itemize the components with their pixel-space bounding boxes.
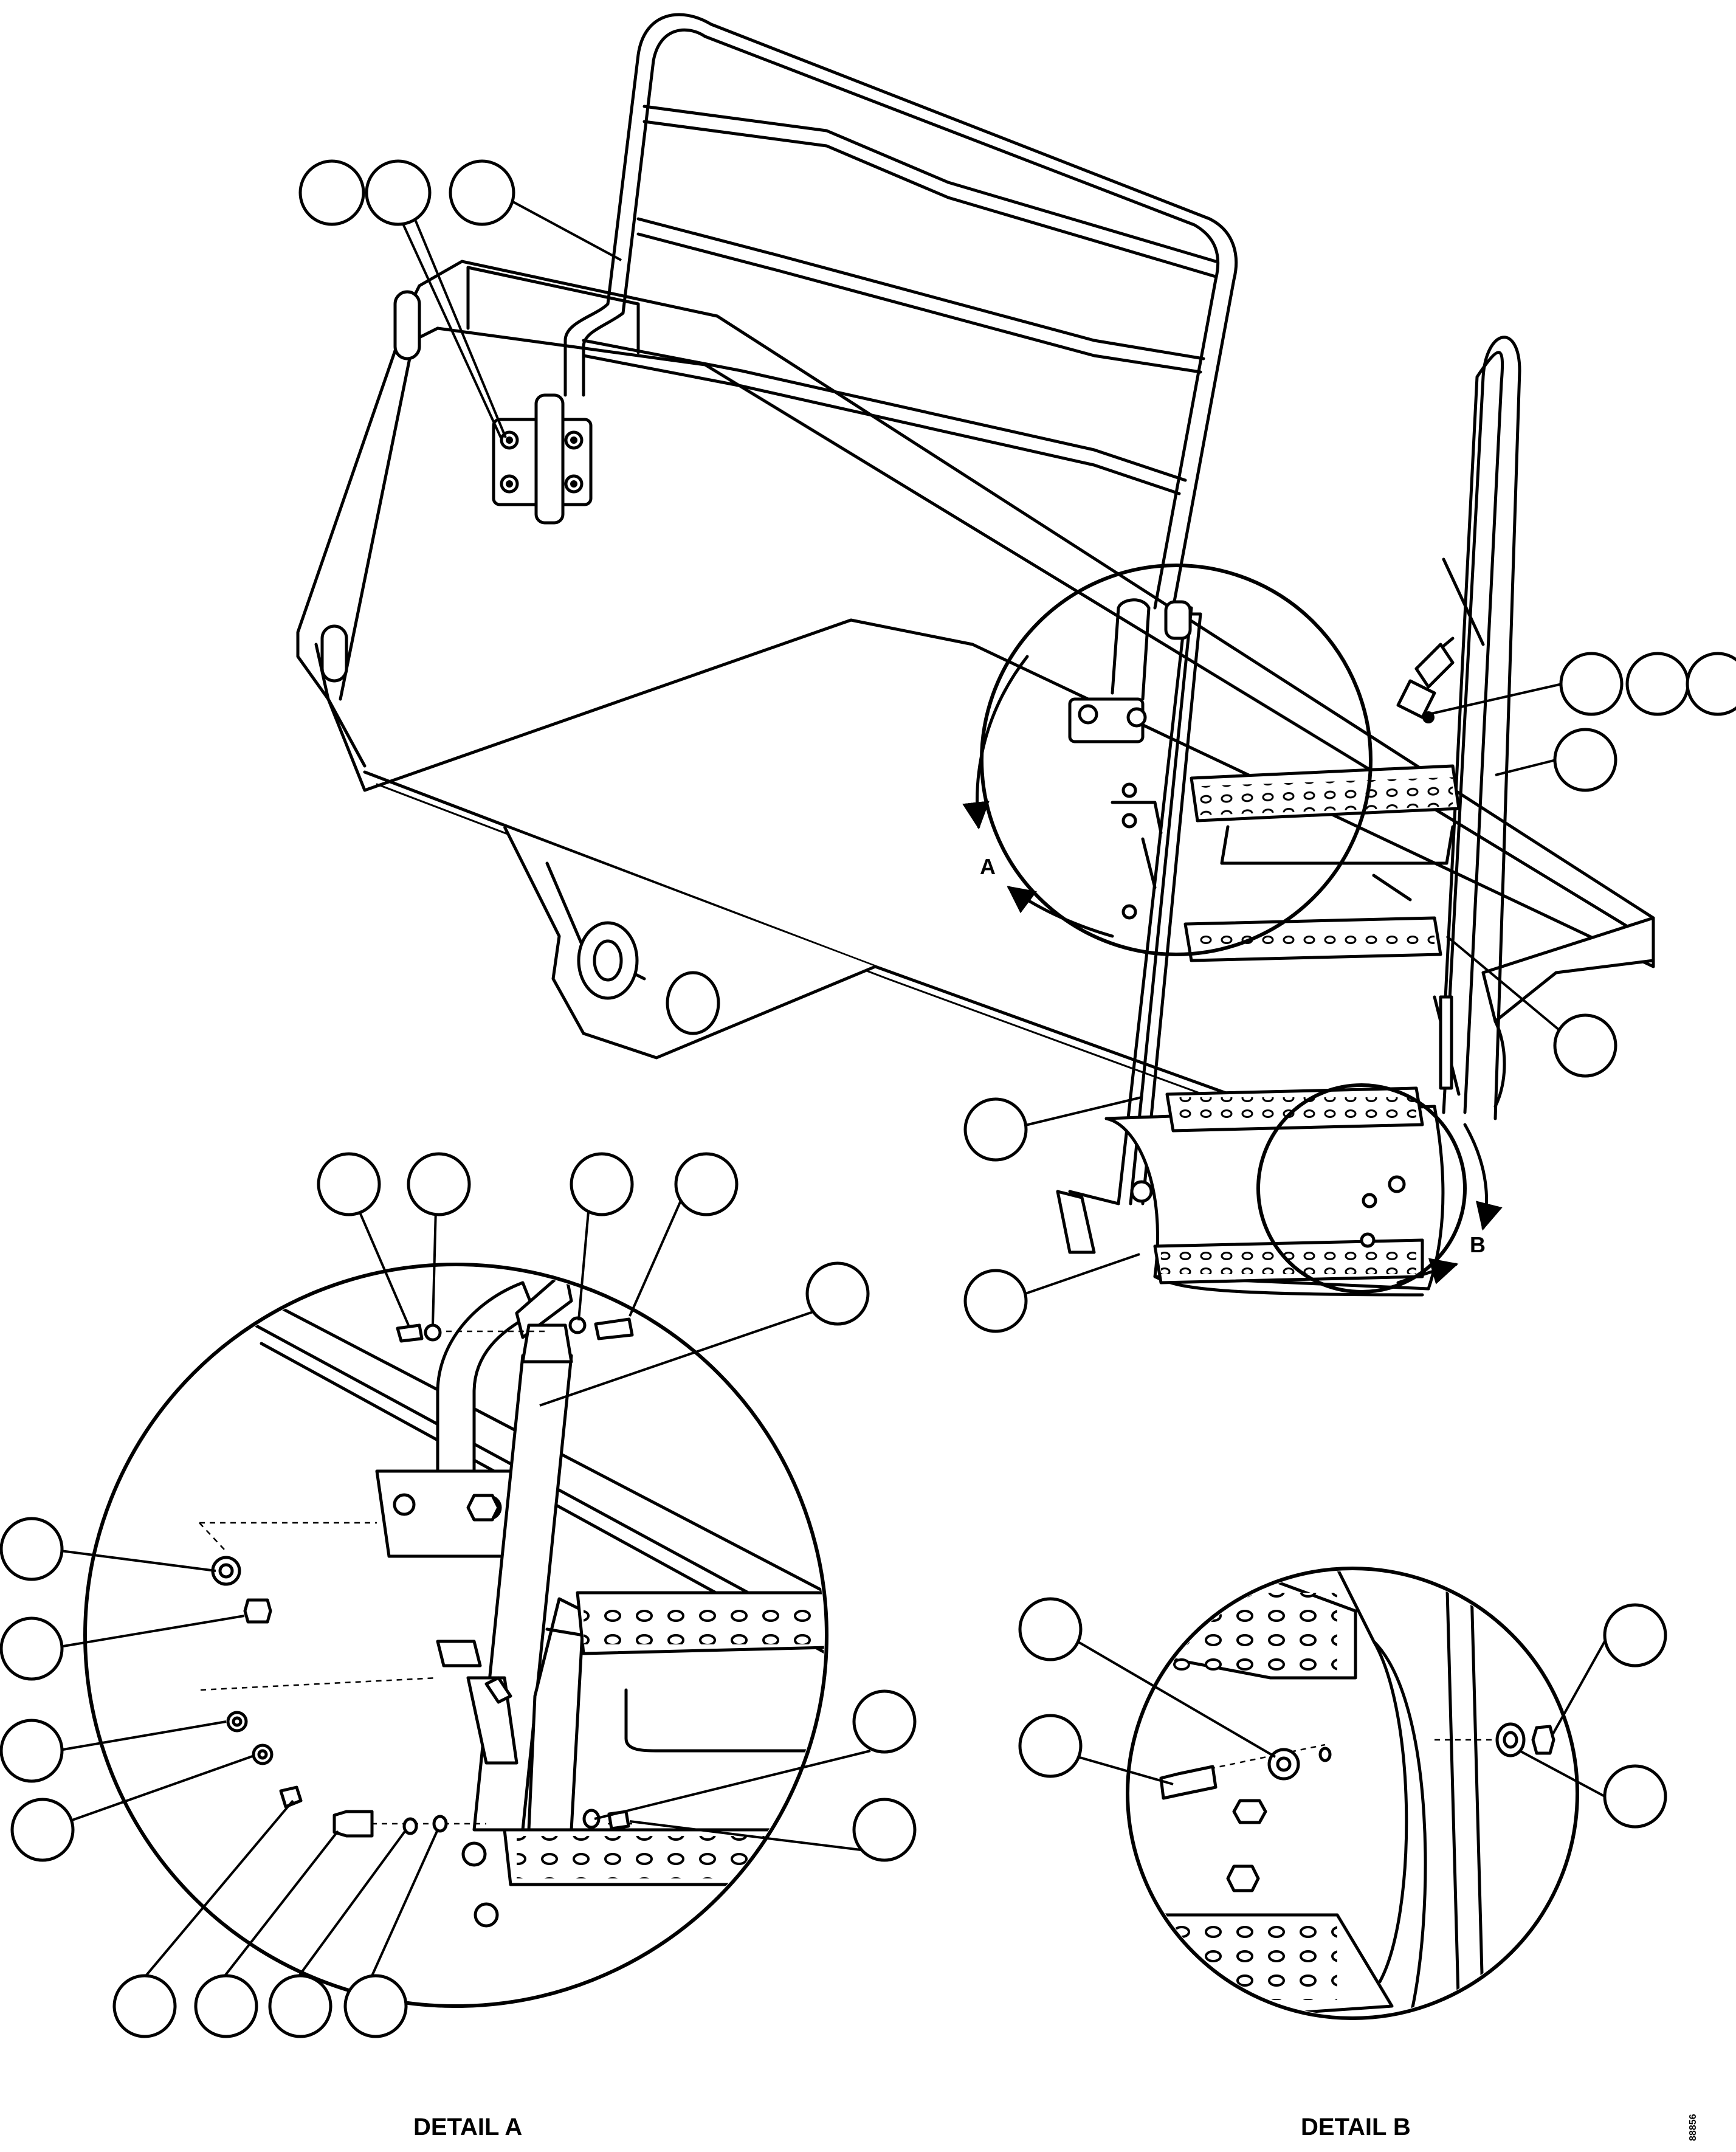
detail-a-marker: A — [962, 564, 1373, 956]
callout-circle — [674, 1152, 739, 1216]
callout-circle — [852, 1689, 917, 1754]
callout-circle — [365, 159, 432, 226]
callout-circle — [1625, 652, 1690, 716]
upper-handrail — [492, 13, 1238, 610]
callout-circle — [0, 1616, 64, 1681]
callout-circle — [449, 159, 515, 226]
main-view: A B — [296, 13, 1736, 1333]
callout-circle — [1603, 1764, 1667, 1829]
callout-circle — [1018, 1597, 1083, 1661]
callout-circle — [963, 1097, 1028, 1162]
callout-circle — [805, 1261, 870, 1326]
callout-circle — [1018, 1714, 1083, 1778]
detail-b-marker: B — [1256, 1083, 1503, 1294]
callout-circle — [1686, 652, 1736, 716]
callout-circle — [1553, 728, 1617, 792]
detail-b-marker-letter: B — [1470, 1232, 1486, 1257]
detail-a-marker-letter: A — [980, 854, 996, 879]
main-view-callouts — [298, 159, 1736, 1333]
figure-number: 88856 — [1688, 2114, 1698, 2141]
callout-circle — [317, 1152, 381, 1216]
callout-circle — [343, 1974, 408, 2038]
callout-circle — [112, 1974, 177, 2038]
right-handrail — [1396, 336, 1521, 1120]
callout-circle — [268, 1974, 332, 2038]
detail-b-view: DETAIL B — [1018, 1567, 1667, 2140]
callout-circle — [1553, 1013, 1617, 1078]
detail-b-callouts — [1018, 1597, 1667, 1829]
detail-a-view: DETAIL A — [0, 1152, 917, 2140]
callout-circle — [194, 1974, 258, 2038]
callout-circle — [570, 1152, 634, 1216]
detail-a-callouts — [0, 1152, 917, 2038]
callout-circle — [298, 159, 365, 226]
detail-b-caption: DETAIL B — [1301, 2114, 1411, 2140]
callout-circle — [963, 1269, 1028, 1333]
callout-circle — [1603, 1603, 1667, 1667]
callout-circle — [407, 1152, 471, 1216]
detail-a-caption: DETAIL A — [413, 2114, 522, 2140]
callout-circle — [10, 1798, 75, 1862]
callout-circle — [1559, 652, 1624, 716]
callout-circle — [852, 1798, 917, 1862]
callout-circle — [0, 1517, 64, 1581]
callout-circle — [0, 1719, 64, 1783]
